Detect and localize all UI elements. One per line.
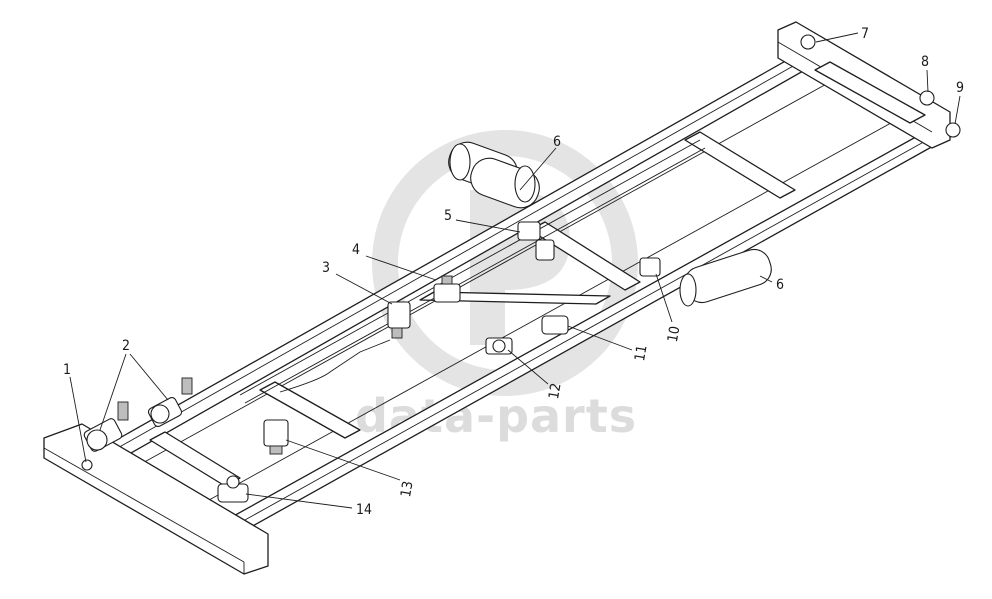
cross-member-2 [419, 291, 611, 305]
callout-6-lower: 6 [776, 277, 784, 293]
callout-9: 9 [956, 80, 964, 96]
cross-member-4 [684, 131, 796, 199]
callout-6-upper: 6 [553, 134, 561, 150]
callout-13: 13 [398, 480, 417, 499]
callout-3: 3 [322, 260, 330, 276]
callout-5: 5 [444, 208, 452, 224]
front-bumper [43, 423, 269, 575]
components [81, 34, 961, 503]
callouts: 1 2 3 4 5 6 6 7 8 9 10 11 12 13 14 [63, 26, 964, 518]
part-6-air-tank-lower [679, 248, 772, 307]
cross-member-1 [259, 381, 361, 439]
part-11-valve [541, 315, 569, 335]
frame [43, 21, 951, 575]
cross-member-rear [814, 61, 926, 124]
part-9-coupling [945, 122, 961, 138]
air-line [279, 339, 391, 393]
part-1-valve [81, 459, 93, 471]
part-12-valve [485, 337, 513, 355]
callout-10: 10 [665, 325, 684, 344]
part-7-coupling [800, 34, 816, 50]
callout-2: 2 [122, 338, 130, 354]
part-14-valve [217, 475, 249, 503]
part-3-valve [387, 301, 411, 339]
part-13-valve [263, 419, 289, 455]
callout-14: 14 [356, 502, 372, 518]
leader-lines [69, 32, 961, 509]
callout-11: 11 [632, 344, 651, 363]
callout-1: 1 [63, 362, 71, 378]
part-10-bracket [639, 257, 661, 277]
part-8-coupling [919, 90, 935, 106]
callout-4: 4 [352, 242, 360, 258]
part-6-air-tanks-upper [448, 141, 540, 209]
part-2-chambers [83, 377, 193, 452]
callout-8: 8 [921, 54, 929, 70]
callout-12: 12 [546, 382, 565, 401]
part-4-relay-valve [433, 275, 461, 303]
cross-member-front [149, 431, 241, 487]
callout-7: 7 [861, 26, 869, 42]
part-5-valve [517, 221, 555, 261]
